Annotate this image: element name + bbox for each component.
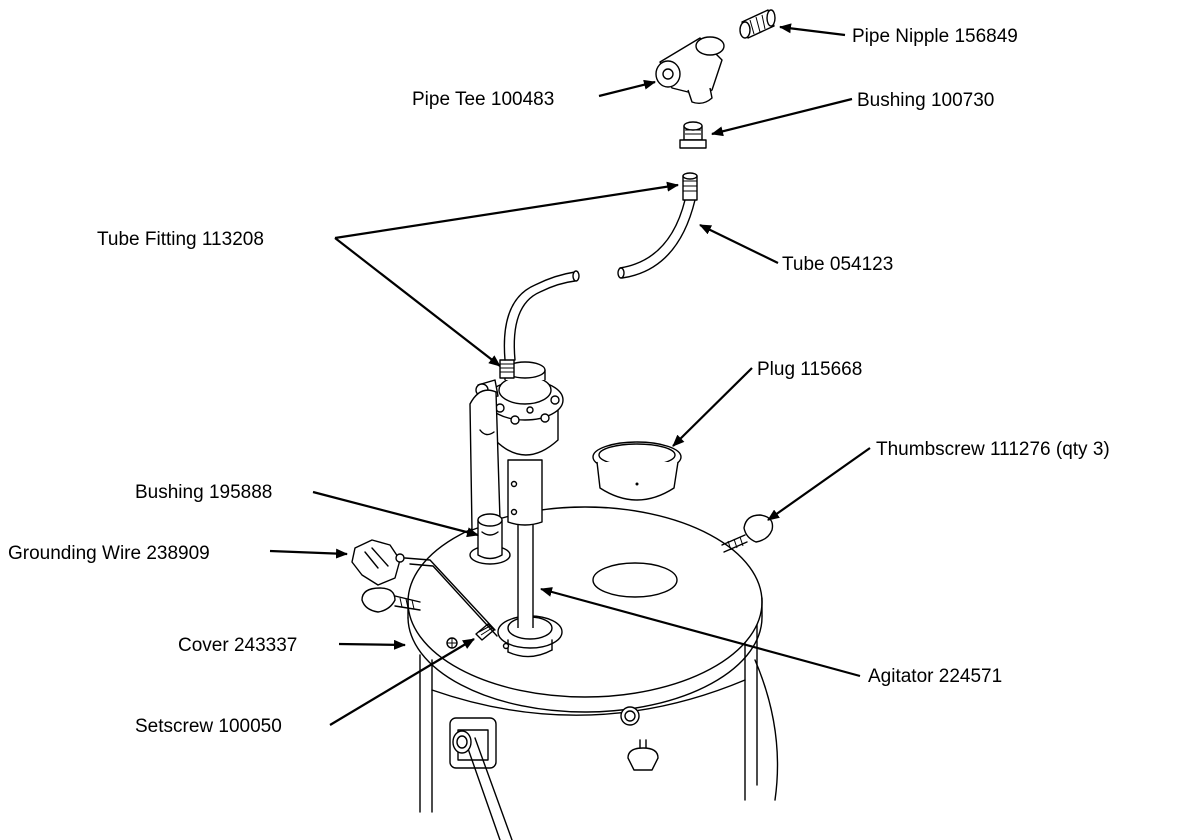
- tank-body: [419, 621, 779, 840]
- plug-115668: [592, 441, 682, 501]
- label-plug: Plug 115668: [757, 359, 862, 380]
- leader-lines: [269, 23, 871, 726]
- label-agitator: Agitator 224571: [868, 666, 1002, 687]
- label-setscrew: Setscrew 100050: [135, 716, 282, 737]
- label-pipe-tee: Pipe Tee 100483: [412, 89, 554, 110]
- label-tube: Tube 054123: [782, 254, 893, 275]
- label-pipe-nipple: Pipe Nipple 156849: [852, 26, 1018, 47]
- label-grounding-wire: Grounding Wire 238909: [8, 543, 210, 564]
- label-cover: Cover 243337: [178, 635, 297, 656]
- callout-labels: Pipe Nipple 156849 Pipe Tee 100483 Bushi…: [8, 26, 1110, 737]
- bushing-100730: [679, 121, 707, 149]
- grounding-wire-238909: [351, 539, 498, 637]
- label-bushing-100730: Bushing 100730: [857, 90, 994, 111]
- agitator-224571: [469, 359, 564, 658]
- label-tube-fitting: Tube Fitting 113208: [97, 229, 264, 250]
- tube-054123: [503, 172, 698, 361]
- label-bushing-195888: Bushing 195888: [135, 482, 272, 503]
- pipe-tee-100483: [655, 36, 725, 105]
- label-thumbscrew: Thumbscrew 111276 (qty 3): [876, 439, 1110, 460]
- bushing-195888: [469, 513, 511, 565]
- thumbscrew-111276: [721, 514, 774, 553]
- pipe-nipple-156849: [739, 9, 776, 39]
